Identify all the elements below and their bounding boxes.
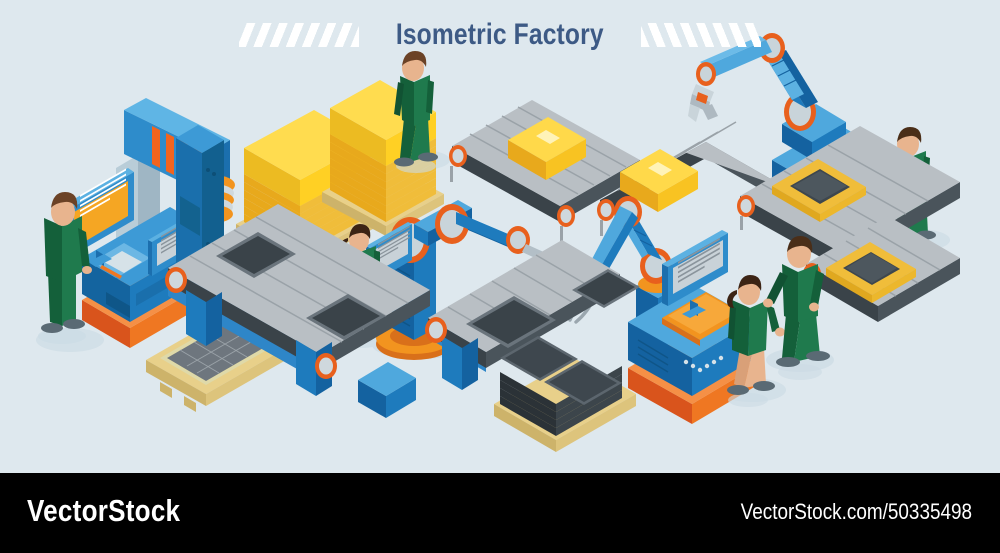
diagonal-stripes-left-icon (239, 23, 360, 47)
conveyor-bottom-center (425, 240, 640, 390)
claw-gripper (688, 84, 718, 122)
cargo-dark-panel (572, 269, 640, 308)
machine-console-bottom-right (628, 230, 756, 424)
display-console-gray (662, 230, 728, 318)
cargo-dark-panel (216, 232, 296, 278)
page-title-bar: Isometric Factory (0, 14, 1000, 56)
conveyor-roller (449, 145, 467, 182)
robot-joint (696, 62, 716, 86)
watermark-footer: VectorStock VectorStock.com/50335498 (0, 473, 1000, 553)
conveyor-roller (425, 317, 447, 343)
vectorstock-logo: VectorStock (27, 493, 181, 528)
worker-bottom-female (727, 275, 785, 407)
diagonal-stripes-right-icon (640, 23, 761, 47)
robot-joint (506, 226, 530, 254)
conveyor-right-upper (737, 126, 960, 286)
conveyor-bottom-left (165, 204, 430, 396)
cargo-yellow-box (620, 149, 698, 212)
cargo-yellow-box (508, 117, 586, 180)
machine-small-blue-bottom (358, 362, 416, 418)
conveyor-roller (165, 267, 187, 293)
worker-left-operator (38, 192, 92, 344)
cargo-dark-panel-stack-pallet (494, 336, 636, 452)
conveyor-roller (557, 205, 575, 242)
vectorstock-url: VectorStock.com/50335498 (740, 499, 972, 524)
cargo-dark-panel (306, 294, 386, 340)
isometric-factory-scene (36, 33, 960, 452)
cargo-framed-panel (826, 242, 916, 303)
conveyor-roller (737, 195, 755, 230)
worker-bottom-male (763, 236, 830, 380)
conveyor-roller (597, 199, 615, 236)
worker-top-walking (394, 51, 438, 173)
cargo-framed-panel (772, 159, 866, 222)
page-title: Isometric Factory (396, 18, 604, 51)
conveyor-top-left (449, 100, 640, 242)
cargo-dark-panel (466, 296, 556, 348)
conveyor-roller (315, 353, 337, 379)
